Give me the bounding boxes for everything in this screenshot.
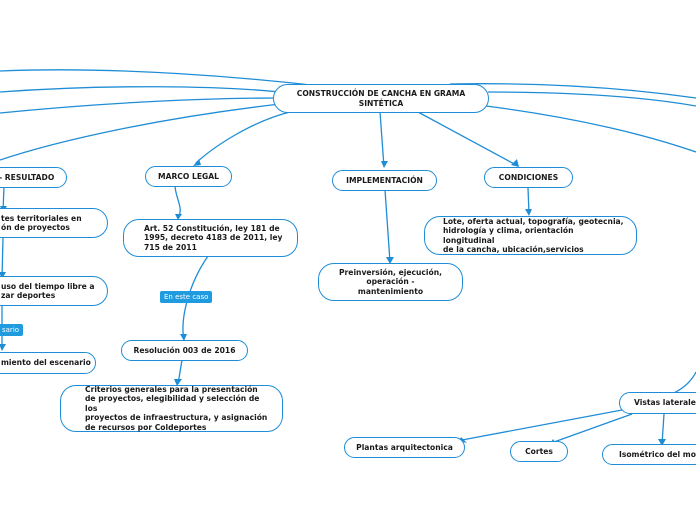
- connector-territoriales-tiempo: [1, 237, 4, 279]
- node-resolucion-label: Resolución 003 de 2016: [133, 345, 236, 355]
- node-criterios[interactable]: Criterios generales para la presentación…: [60, 385, 283, 432]
- node-vistas-laterales[interactable]: Vistas laterales: [619, 392, 696, 414]
- connector-root-offright-1: [449, 83, 696, 99]
- arrowhead-lote: [525, 209, 532, 216]
- node-tiempo-libre[interactable]: uso del tiempo libre a zar deportes: [0, 276, 108, 306]
- node-resultado-label: - RESULTADO: [0, 172, 55, 182]
- arrowhead-resolucion: [180, 334, 187, 341]
- arrowhead-isometrico: [658, 439, 666, 446]
- node-condiciones-label: CONDICIONES: [498, 172, 559, 182]
- node-territoriales-label: tes territoriales en ón de proyectos: [1, 213, 82, 232]
- connector-root-offleft-3: [0, 97, 281, 114]
- connector-root-condiciones: [417, 111, 519, 167]
- node-implementacion-label: IMPLEMENTACIÓN: [346, 175, 423, 185]
- connector-vistas-cortes: [553, 413, 633, 443]
- node-implementacion[interactable]: IMPLEMENTACIÓN: [332, 170, 437, 191]
- connector-offright-vistas: [671, 371, 696, 395]
- node-lote[interactable]: Lote, oferta actual, topografía, geotecn…: [424, 216, 637, 255]
- arrowhead-art52: [175, 214, 182, 220]
- node-marco-legal[interactable]: MARCO LEGAL: [145, 166, 232, 187]
- connector-marco-art52: [174, 185, 181, 219]
- node-cortes[interactable]: Cortes: [510, 441, 568, 462]
- connector-root-offleft-1: [0, 69, 321, 87]
- node-territoriales[interactable]: tes territoriales en ón de proyectos: [0, 208, 108, 238]
- connector-root-offleft-2: [0, 86, 281, 93]
- arrowhead-preinversion: [386, 257, 394, 264]
- node-lote-label: Lote, oferta actual, topografía, geotecn…: [443, 216, 624, 254]
- node-art52-label: Art. 52 Constitución, ley 181 de 1995, d…: [144, 223, 283, 252]
- node-isometrico-label: Isométrico del mode: [619, 449, 696, 459]
- node-preinversion-label: Preinversión, ejecución, operación - man…: [338, 267, 442, 296]
- connector-implementacion-preinversion: [384, 189, 391, 263]
- arrowhead-implementacion: [381, 161, 388, 168]
- node-vistas-laterales-label: Vistas laterales: [634, 398, 696, 408]
- node-escenario[interactable]: miento del escenario: [0, 352, 96, 374]
- node-isometrico[interactable]: Isométrico del mode: [602, 444, 696, 465]
- arrowhead-condiciones: [511, 159, 519, 167]
- node-art52[interactable]: Art. 52 Constitución, ley 181 de 1995, d…: [123, 219, 298, 257]
- arrowhead-marcolegal: [193, 159, 201, 166]
- node-tiempo-libre-label: uso del tiempo libre a zar deportes: [1, 281, 95, 300]
- node-marco-legal-label: MARCO LEGAL: [158, 171, 219, 181]
- node-root-label: CONSTRUCCIÓN DE CANCHA EN GRAMA SINTÉTIC…: [296, 89, 466, 108]
- node-condiciones[interactable]: CONDICIONES: [484, 167, 573, 188]
- node-criterios-label: Criterios generales para la presentación…: [85, 384, 268, 432]
- connector-root-resultado: [0, 103, 281, 161]
- arrowhead-criterios: [174, 379, 182, 386]
- connector-root-offright-3: [485, 105, 696, 153]
- node-resolucion[interactable]: Resolución 003 de 2016: [121, 340, 248, 361]
- node-preinversion[interactable]: Preinversión, ejecución, operación - man…: [318, 263, 463, 301]
- node-cortes-label: Cortes: [525, 446, 553, 456]
- tag-en-este-caso: En este caso: [160, 291, 213, 303]
- node-escenario-label: miento del escenario: [1, 358, 91, 368]
- node-plantas[interactable]: Plantas arquitectonica: [344, 437, 465, 458]
- node-root[interactable]: CONSTRUCCIÓN DE CANCHA EN GRAMA SINTÉTIC…: [273, 84, 489, 113]
- connector-root-offright-2: [487, 91, 696, 107]
- connector-root-implementacion: [379, 111, 385, 168]
- node-plantas-label: Plantas arquitectonica: [356, 442, 453, 452]
- arrowhead-escenario: [0, 344, 6, 351]
- connector-vistas-plantas: [461, 409, 623, 441]
- connector-root-marcolegal: [195, 111, 291, 164]
- node-resultado[interactable]: - RESULTADO: [0, 167, 67, 188]
- tag-sario: sario: [0, 324, 24, 336]
